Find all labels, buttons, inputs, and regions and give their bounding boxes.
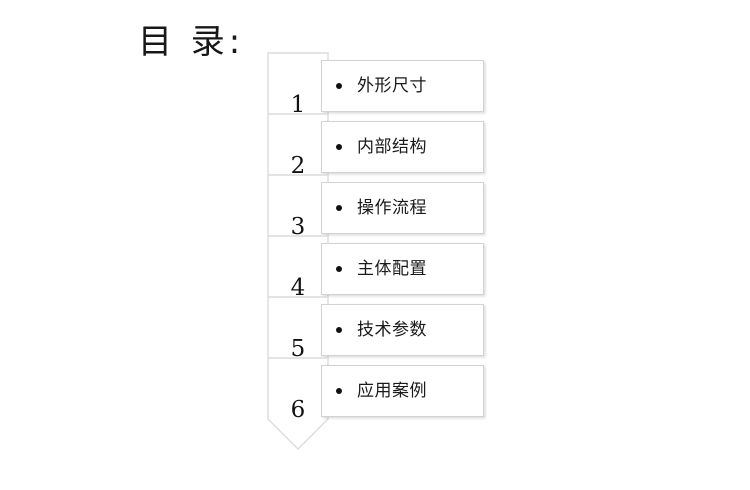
list-item-box[interactable]: 主体配置 — [321, 243, 484, 295]
list-item[interactable]: 6 应用案例 — [0, 357, 500, 450]
list-item-number: 3 — [290, 213, 306, 240]
list-item-label: 主体配置 — [357, 259, 427, 279]
list-item-label: 操作流程 — [357, 198, 427, 218]
list-item-number: 1 — [290, 91, 306, 118]
list-item[interactable]: 5 技术参数 — [0, 296, 500, 389]
list-item-box[interactable]: 技术参数 — [321, 304, 484, 356]
bullet-dot-icon — [336, 205, 342, 211]
list-item-box[interactable]: 外形尺寸 — [321, 60, 484, 112]
bullet-dot-icon — [336, 83, 342, 89]
list-item-label: 技术参数 — [357, 320, 427, 340]
list-item-box[interactable]: 应用案例 — [321, 365, 484, 417]
bullet-dot-icon — [336, 266, 342, 272]
list-item-number: 4 — [290, 274, 306, 301]
list-item-number: 5 — [290, 335, 306, 362]
list-item-number: 2 — [290, 152, 306, 179]
page-title: 目 录: — [138, 22, 245, 62]
list-item-box[interactable]: 内部结构 — [321, 121, 484, 173]
list-item-label: 应用案例 — [357, 381, 427, 401]
list-item-box[interactable]: 操作流程 — [321, 182, 484, 234]
bullet-dot-icon — [336, 144, 342, 150]
list-item-number: 6 — [290, 396, 306, 423]
chevron-down-icon — [267, 357, 329, 450]
chevron-marker-6: 6 — [267, 357, 329, 450]
list-item[interactable]: 1 外形尺寸 — [0, 52, 500, 145]
list-item-label: 外形尺寸 — [357, 76, 427, 96]
bullet-dot-icon — [336, 388, 342, 394]
list-item-label: 内部结构 — [357, 137, 427, 157]
bullet-dot-icon — [336, 327, 342, 333]
